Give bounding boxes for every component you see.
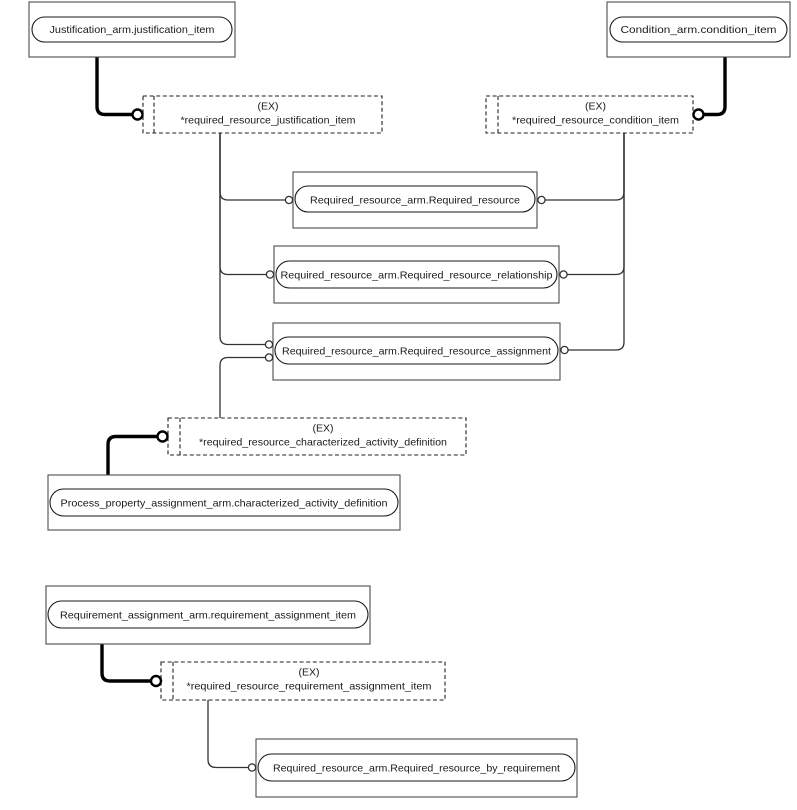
entity-label: Process_property_assignment_arm.characte… bbox=[61, 498, 388, 510]
select-type-box bbox=[160, 661, 446, 701]
connector-line-justification-to-required-resource bbox=[219, 133, 286, 201]
entity-label: Justification_arm.justification_item bbox=[50, 24, 215, 36]
connector-line-condition-to-assignment bbox=[568, 133, 625, 351]
entity-label: Required_resource_arm.Required_resource_… bbox=[273, 763, 560, 775]
select-type-label: *required_resource_characterized_activit… bbox=[199, 437, 447, 449]
attribute-line-condition-item bbox=[703, 57, 727, 117]
entity-pill bbox=[275, 260, 558, 289]
select-type-box bbox=[142, 95, 383, 134]
select-type-tag: (EX) bbox=[299, 667, 320, 679]
select-type-box bbox=[485, 95, 694, 134]
entity-pill bbox=[31, 16, 233, 43]
entity-pill bbox=[49, 488, 399, 517]
entity-justification-item: Justification_arm.justification_item bbox=[28, 1, 236, 58]
entity-label: Condition_arm.condition_item bbox=[621, 24, 777, 36]
entity-requirement-assignment-item: Requirement_assignment_arm.requirement_a… bbox=[45, 585, 371, 645]
connector-line-condition-to-required-resource bbox=[545, 133, 625, 201]
entity-pill bbox=[609, 16, 788, 43]
entity-pill bbox=[257, 753, 576, 782]
attribute-circle-characterized bbox=[156, 430, 169, 443]
entity-characterized-activity-definition: Process_property_assignment_arm.characte… bbox=[47, 474, 401, 531]
attribute-line-requirement-assignment-item bbox=[100, 644, 151, 683]
select-type-label: *required_resource_condition_item bbox=[512, 115, 679, 127]
select-type-tag: (EX) bbox=[313, 423, 334, 435]
connector-circles bbox=[131, 108, 705, 772]
connector-lines bbox=[207, 133, 625, 769]
attribute-circle-requirement bbox=[149, 674, 163, 688]
connector-circle-assignment-left-top bbox=[264, 340, 274, 349]
connector-line-requirement-to-by-requirement bbox=[207, 700, 249, 769]
entity-required-resource-assignment: Required_resource_arm.Required_resource_… bbox=[272, 322, 561, 381]
entity-required-resource: Required_resource_arm.Required_resource bbox=[292, 171, 538, 229]
select-type-box bbox=[167, 417, 467, 456]
entity-label: Required_resource_arm.Required_resource_… bbox=[281, 270, 553, 282]
connector-circle-by-requirement-left bbox=[247, 763, 257, 772]
connector-circle-assignment-left-bottom bbox=[264, 353, 274, 362]
attribute-line-justification-item bbox=[95, 57, 133, 117]
connector-circle-required-resource-left bbox=[284, 195, 294, 205]
entity-pill bbox=[47, 600, 369, 629]
connector-circle-relationship-right bbox=[559, 270, 568, 279]
select-type-requirement-assignment-item: (EX) *required_resource_requirement_assi… bbox=[160, 661, 446, 701]
select-type-characterized-activity-definition: (EX) *required_resource_characterized_ac… bbox=[167, 417, 467, 456]
entity-label: Requirement_assignment_arm.requirement_a… bbox=[60, 610, 356, 622]
select-type-label: *required_resource_requirement_assignmen… bbox=[187, 681, 432, 693]
attribute-lines bbox=[95, 57, 727, 683]
entity-pill bbox=[294, 185, 536, 213]
connector-circle-assignment-right bbox=[560, 345, 569, 355]
connector-line-justification-to-assignment bbox=[219, 133, 266, 346]
connector-circle-relationship-left bbox=[265, 270, 275, 279]
select-type-justification-item: (EX) *required_resource_justification_it… bbox=[142, 95, 383, 134]
connector-line-assignment-to-characterized bbox=[219, 356, 266, 418]
select-type-tag: (EX) bbox=[585, 101, 606, 113]
entity-required-resource-relationship: Required_resource_arm.Required_resource_… bbox=[273, 245, 560, 304]
attribute-line-characterized-activity bbox=[106, 434, 158, 475]
entity-required-resource-by-requirement: Required_resource_arm.Required_resource_… bbox=[255, 738, 578, 798]
select-type-condition-item: (EX) *required_resource_condition_item bbox=[485, 95, 694, 134]
connector-line-justification-to-relationship bbox=[219, 133, 267, 276]
entity-condition-item: Condition_arm.condition_item bbox=[606, 1, 791, 58]
connector-circle-required-resource-right bbox=[537, 195, 546, 205]
select-type-tag: (EX) bbox=[258, 101, 279, 113]
entity-label: Required_resource_arm.Required_resource_… bbox=[282, 346, 551, 358]
attribute-circle-justification bbox=[131, 108, 144, 121]
entity-label: Required_resource_arm.Required_resource bbox=[310, 195, 520, 207]
connector-line-condition-to-relationship bbox=[567, 133, 625, 276]
attribute-circle-condition bbox=[692, 108, 705, 121]
entity-pill bbox=[274, 336, 559, 365]
select-type-label: *required_resource_justification_item bbox=[181, 115, 356, 127]
